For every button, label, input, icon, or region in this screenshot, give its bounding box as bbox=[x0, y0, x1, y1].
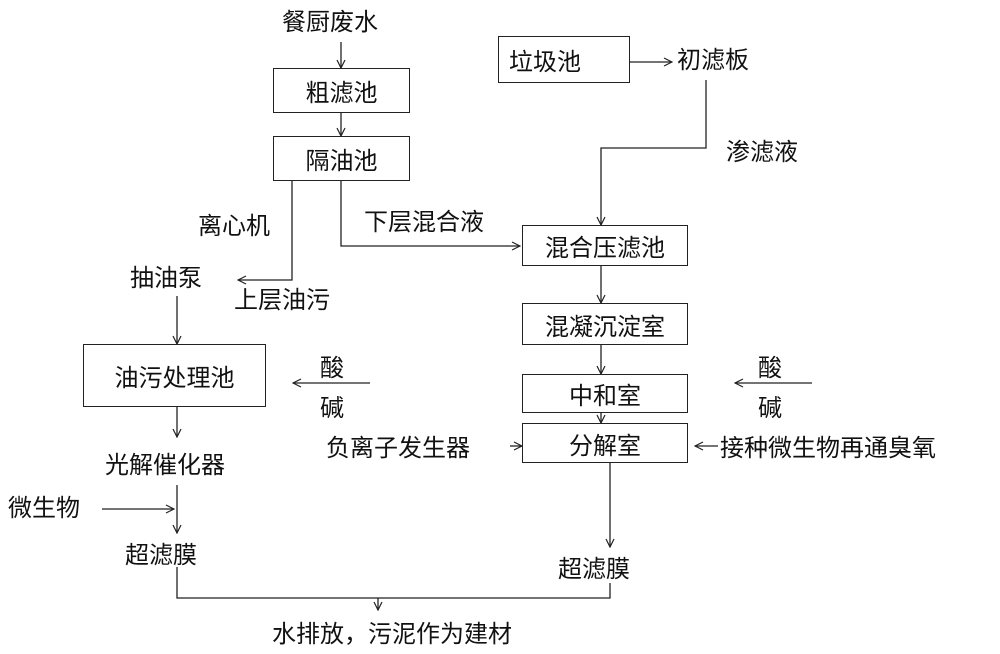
alkali-left-label: 碱 bbox=[320, 394, 344, 422]
arrow-plate-to-mixed bbox=[601, 80, 707, 225]
microbes-label: 微生物 bbox=[8, 494, 80, 522]
anion-generator-label: 负离子发生器 bbox=[326, 434, 470, 462]
centrifuge-label: 离心机 bbox=[198, 212, 270, 240]
acid-right-label: 酸 bbox=[758, 354, 782, 382]
final-output-label: 水排放，污泥作为建材 bbox=[272, 620, 512, 648]
oil-treatment-box: 油污处理池 bbox=[83, 344, 266, 407]
oil-pump-label: 抽油泵 bbox=[130, 264, 202, 292]
leachate-label: 渗滤液 bbox=[726, 138, 798, 166]
photocatalyst-label: 光解催化器 bbox=[105, 451, 225, 479]
mixed-press-filter-box: 混合压滤池 bbox=[522, 225, 688, 266]
garbage-pool-box: 垃圾池 bbox=[498, 36, 630, 83]
arrow-oilsep-to-pump bbox=[238, 181, 293, 280]
acid-left-label: 酸 bbox=[320, 354, 344, 382]
upper-oil-label: 上层油污 bbox=[234, 286, 330, 314]
merge-line bbox=[176, 567, 611, 599]
wastewater-label: 餐厨废水 bbox=[282, 8, 378, 36]
alkali-right-label: 碱 bbox=[758, 394, 782, 422]
arrow-oilsep-to-mixed bbox=[340, 181, 520, 246]
coagulation-settling-box: 混凝沉淀室 bbox=[522, 303, 688, 345]
oil-separator-box: 隔油池 bbox=[273, 136, 410, 181]
primary-filter-plate-label: 初滤板 bbox=[677, 46, 749, 74]
lower-mixture-label: 下层混合液 bbox=[364, 208, 484, 236]
uf-membrane-right-label: 超滤膜 bbox=[558, 555, 630, 583]
coarse-filter-box: 粗滤池 bbox=[273, 68, 410, 113]
neutralization-box: 中和室 bbox=[522, 374, 688, 413]
uf-membrane-left-label: 超滤膜 bbox=[125, 541, 197, 569]
inoculate-ozone-label: 接种微生物再通臭氧 bbox=[720, 434, 936, 462]
decomposition-box: 分解室 bbox=[522, 423, 688, 463]
